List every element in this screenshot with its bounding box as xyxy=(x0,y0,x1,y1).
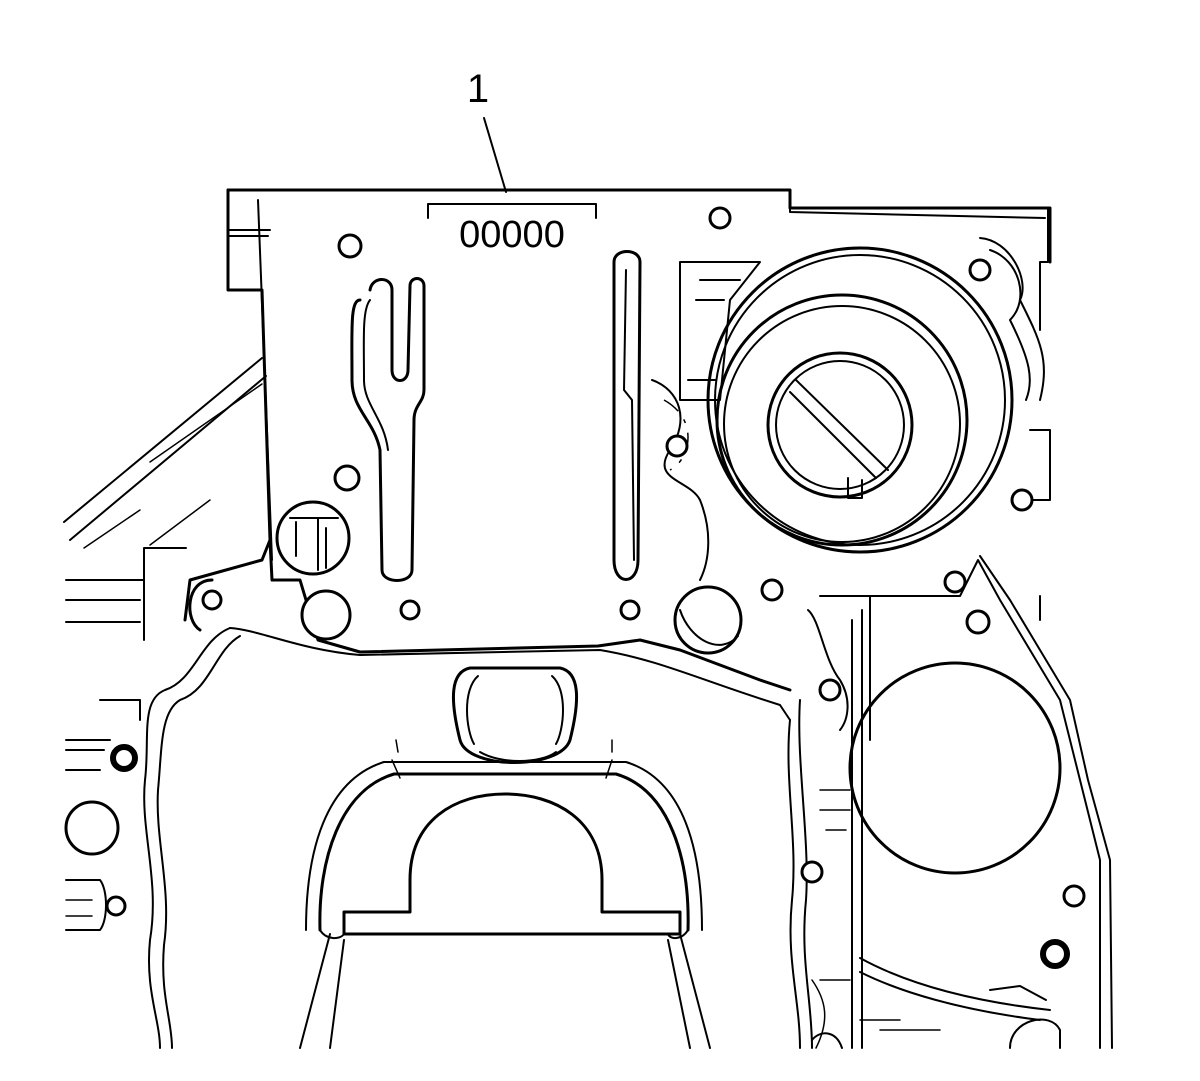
main-bearing-cap-area xyxy=(299,666,711,1049)
bolt-hole xyxy=(1062,884,1086,908)
bolt-hole xyxy=(333,464,361,492)
bolt-hole xyxy=(201,589,223,611)
bolt-hole xyxy=(399,599,421,621)
crankshaft-bore xyxy=(766,351,914,499)
callout-leader-line xyxy=(483,117,507,193)
block-face-outline xyxy=(63,188,1052,641)
bolt-hole xyxy=(800,860,824,884)
gasket-flange xyxy=(143,538,813,1049)
bolt-hole xyxy=(105,895,127,917)
gallery-bore-left xyxy=(275,500,351,576)
seal-housing-outer xyxy=(706,246,1014,554)
dowel-pin-hole xyxy=(1040,939,1070,969)
bolt-hole xyxy=(818,678,842,702)
bolt-hole xyxy=(1010,488,1034,512)
dowel-pin-hole xyxy=(110,744,138,772)
callout-label: 1 xyxy=(467,67,489,111)
bolt-hole xyxy=(968,258,992,282)
right-lower-cover xyxy=(807,555,1113,1049)
stamp-code: 00000 xyxy=(459,214,565,256)
bolt-hole xyxy=(965,609,991,635)
bolt-hole xyxy=(337,233,363,259)
bolt-hole xyxy=(619,599,641,621)
bearing-journal-arch xyxy=(342,792,682,936)
stamp-area: 00000 xyxy=(427,203,597,256)
bolt-hole xyxy=(665,434,689,458)
bolt-hole xyxy=(943,570,967,594)
bearing-saddle-outer xyxy=(318,772,690,932)
cover-bore xyxy=(848,661,1062,875)
gallery-bore-lower-left xyxy=(64,800,120,856)
crankshaft-seal-housing xyxy=(679,237,1045,554)
gallery-bore xyxy=(300,589,352,641)
bolt-holes xyxy=(105,206,1086,969)
oil-galleries xyxy=(64,500,743,856)
seal-housing-lip xyxy=(715,293,969,547)
bolt-hole xyxy=(708,206,732,230)
bolt-hole xyxy=(760,578,784,602)
gallery-bore-right xyxy=(673,585,743,655)
left-lower-fragment xyxy=(65,699,141,931)
coolant-slots xyxy=(350,250,710,582)
stamp-bracket xyxy=(427,203,597,219)
callout-1: 1 xyxy=(467,67,507,193)
